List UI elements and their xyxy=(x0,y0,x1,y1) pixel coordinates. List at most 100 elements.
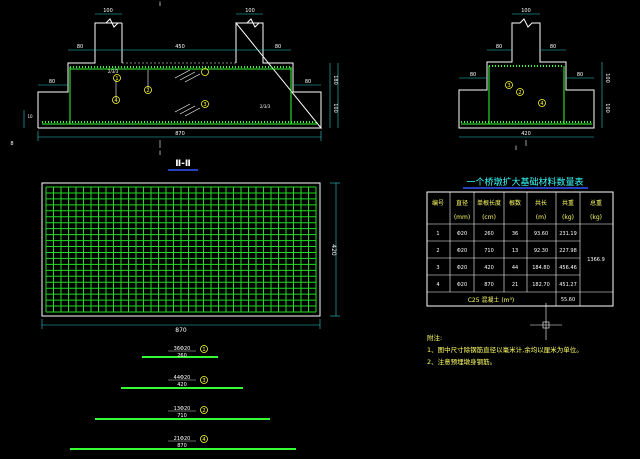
table-cell-weight: 451.27 xyxy=(559,282,577,288)
table-cell-no: 4 xyxy=(436,282,439,288)
left-dim-h2: 100 xyxy=(332,103,338,113)
plan-title: Ⅱ-Ⅱ xyxy=(175,159,191,169)
bar-1-spec: 36Φ20 xyxy=(174,346,191,352)
th-weight: 共重 xyxy=(562,199,574,207)
th-dia: 直径 xyxy=(456,199,468,207)
bar-3-callout: 3 xyxy=(202,378,205,384)
plan-outline xyxy=(41,182,321,317)
left-dim-small-1: 10 xyxy=(27,114,33,119)
right-dim-step-a: 80 xyxy=(470,72,476,78)
right-section-mark: I xyxy=(515,145,517,152)
left-dim-80-a: 80 xyxy=(77,44,83,50)
bar-2-length: 710 xyxy=(177,413,187,419)
notes-heading: 附注: xyxy=(427,333,442,342)
material-table: 一个桥墩扩大基础材料数量表 编号 直径 (mm) 单根长度 (cm) 根数 共长… xyxy=(426,176,614,340)
th-sum-unit: (kg) xyxy=(590,214,602,221)
table-cell-count: 36 xyxy=(512,231,518,237)
right-dim-total: 420 xyxy=(521,131,531,137)
table-cell-len: 710 xyxy=(484,248,494,254)
table-cell-dia: Φ20 xyxy=(457,248,467,254)
notes-line-2: 2、注意预埋墩身钢筋。 xyxy=(427,357,496,366)
left-dim-pier-1: 100 xyxy=(103,8,113,14)
bar-1-callout: 1 xyxy=(202,347,205,353)
right-callout-4: 4 xyxy=(540,101,543,107)
th-len: 单根长度 xyxy=(477,199,501,207)
right-dim-pier: 100 xyxy=(521,8,531,14)
plan-dim-height: 420 xyxy=(330,244,337,256)
left-dim-step-a: 80 xyxy=(49,79,55,85)
left-dim-80-b: 80 xyxy=(275,44,281,50)
notes-line-1: 1、图中尺寸除钢筋直径以毫米计,余均以厘米为单位。 xyxy=(427,345,583,354)
left-callout-2: 2 xyxy=(146,88,149,94)
right-dim-80-b: 80 xyxy=(550,44,556,50)
table-cell-dia: Φ20 xyxy=(457,265,467,271)
table-cell-len: 260 xyxy=(484,231,494,237)
table-title: 一个桥墩扩大基础材料数量表 xyxy=(466,176,583,188)
right-dim-h1: 100 xyxy=(604,73,610,83)
bar-schedule-shapes: 36Φ20 260 1 44Φ20 420 3 13Φ20 710 2 21Φ2… xyxy=(70,345,296,450)
th-total-len: 共长 xyxy=(535,199,547,207)
bar-2-spec: 13Φ20 xyxy=(174,406,191,412)
th-dia-unit: (mm) xyxy=(454,214,470,221)
notes: 附注: 1、图中尺寸除钢筋直径以毫米计,余均以厘米为单位。 2、注意预埋墩身钢筋… xyxy=(427,333,583,366)
left-dim-h1: 180 xyxy=(332,75,338,85)
bar-4-callout: 4 xyxy=(202,437,205,443)
th-no: 编号 xyxy=(432,199,444,207)
left-dim-small-2: 8 xyxy=(10,141,13,147)
table-cell-count: 44 xyxy=(512,265,518,271)
th-len-unit: (cm) xyxy=(482,214,496,221)
table-cell-total_len: 184.80 xyxy=(532,265,550,271)
th-total-len-unit: (m) xyxy=(536,214,547,221)
table-concrete-label: C25 混凝土 (m³) xyxy=(468,296,515,304)
table-cell-dia: Φ20 xyxy=(457,231,467,237)
table-cell-len: 420 xyxy=(484,265,494,271)
bar-3-length: 420 xyxy=(177,382,187,388)
plan-dim-width: 870 xyxy=(175,327,187,334)
right-callout-2: 2 xyxy=(518,90,521,96)
table-cell-count: 13 xyxy=(512,248,518,254)
table-cell-count: 21 xyxy=(512,282,518,288)
bar-3-spec: 44Φ20 xyxy=(174,375,191,381)
table-cell-total_len: 93.60 xyxy=(534,231,548,237)
right-elevation: 3 2 4 100 80 80 80 80 420 100 100 I xyxy=(458,8,610,152)
bar-4-length: 870 xyxy=(177,443,187,449)
table-concrete-value: 55.60 xyxy=(561,297,575,303)
plan-view: Ⅱ-Ⅱ 870 420 xyxy=(41,159,340,334)
bar-1-length: 260 xyxy=(177,353,187,359)
left-tag-2: 2/3/3 xyxy=(260,104,271,109)
right-footing-outline xyxy=(458,18,595,129)
left-callout-3: 3 xyxy=(203,102,206,108)
table-cell-total_len: 92.30 xyxy=(534,248,548,254)
table-cell-weight: 227.98 xyxy=(559,248,577,254)
bar-2-callout: 2 xyxy=(202,408,205,414)
left-elevation: 1 2 3 4 2/3/3 2/3/3 100 100 450 80 80 80 xyxy=(10,1,339,157)
right-callout-3: 3 xyxy=(507,83,510,89)
right-dim-h2: 100 xyxy=(604,103,610,113)
table-cell-no: 1 xyxy=(436,231,439,237)
table-cell-no: 3 xyxy=(436,265,439,271)
left-dim-inner: 450 xyxy=(175,44,185,50)
th-weight-unit: (kg) xyxy=(562,214,574,221)
th-count: 根数 xyxy=(509,199,521,207)
left-tag-1: 2/3/3 xyxy=(108,69,119,74)
left-callout-4: 4 xyxy=(114,98,117,104)
left-dim-step-b: 80 xyxy=(305,79,311,85)
bar-4-spec: 21Φ20 xyxy=(174,436,191,442)
table-cell-total_len: 182.70 xyxy=(532,282,550,288)
left-dim-total: 870 xyxy=(175,131,185,137)
table-cell-no: 2 xyxy=(436,248,439,254)
left-section-mark-top: I xyxy=(159,1,161,8)
left-section-mark-bottom: I xyxy=(159,150,161,157)
table-total-weight: 1366.9 xyxy=(587,257,605,263)
plan-rebar-mesh xyxy=(45,186,317,313)
table-cell-weight: 231.19 xyxy=(559,231,577,237)
table-cell-weight: 456.46 xyxy=(559,265,577,271)
table-cell-len: 870 xyxy=(484,282,494,288)
th-sum: 总重 xyxy=(590,199,602,207)
left-dim-pier-2: 100 xyxy=(245,8,255,14)
right-dim-step-b: 80 xyxy=(577,72,583,78)
right-dim-80-a: 80 xyxy=(496,44,502,50)
